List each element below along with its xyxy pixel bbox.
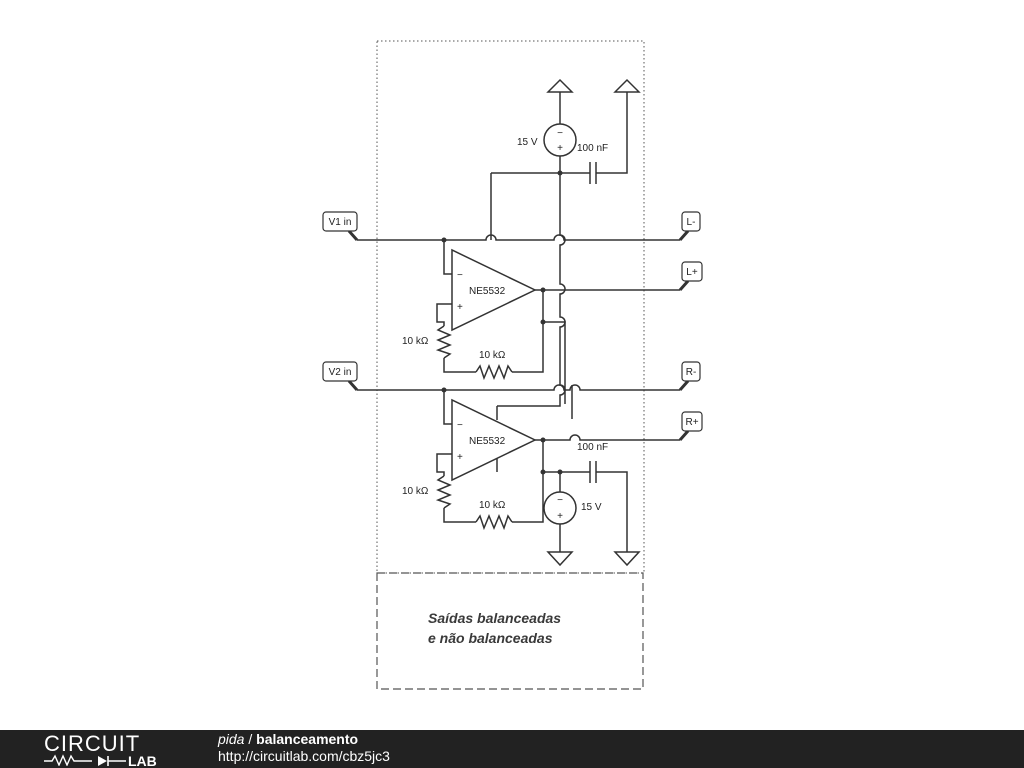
footer-url[interactable]: http://circuitlab.com/cbz5jc3 [218,748,390,764]
resistor-r3 [435,475,452,509]
logo-diode-icon [98,756,107,766]
port-l-plus: L+ [678,261,703,291]
vsource-bottom-label: 15 V [581,502,602,513]
opamp-top-plus: + [457,302,463,313]
opamp-bottom-plus: + [457,452,463,463]
port-r-minus: R- [678,361,701,391]
capacitor-bottom [589,461,597,483]
resistor-r1-label: 10 kΩ [402,336,429,347]
junction-dots [441,170,563,475]
capacitor-bottom-label: 100 nF [577,442,608,453]
vsource-top-label: 15 V [517,137,538,148]
port-v1-in: V1 in [322,211,359,241]
port-l-minus-label: L- [687,217,696,228]
port-r-minus-label: R- [686,367,697,378]
footer-user[interactable]: pida [218,731,245,747]
resistor-r4-label: 10 kΩ [479,500,506,511]
footer-bar: CIRCUIT LAB pida / balanceamento http://… [0,730,1024,768]
opamp-top: − + NE5532 [451,248,537,332]
resistor-r3-label: 10 kΩ [402,486,429,497]
note-box [376,572,644,690]
vsource-bottom-minus: − [557,495,563,506]
footer-text: pida / balanceamento http://circuitlab.c… [218,731,390,765]
circuit-schematic: Saídas balanceadas e não balanceadas [322,40,703,690]
port-r-plus-label: R+ [685,417,698,428]
footer-separator: / [244,731,257,747]
opamp-bottom: − + NE5532 [451,398,537,482]
resistor-r1 [435,325,452,359]
logo-resistor-icon [44,754,92,766]
note-line-1: Saídas balanceadas [428,610,561,626]
circuitlab-logo[interactable]: CIRCUIT LAB [42,732,182,766]
logo-brand-top: CIRCUIT [44,732,140,756]
port-v2-in: V2 in [322,361,359,391]
rail-arrow-icons [546,78,641,567]
opamp-bottom-label: NE5532 [469,436,506,447]
voltage-source-top: − + [543,123,577,157]
vsource-top-minus: − [557,128,563,139]
voltage-source-bottom: − + [543,491,577,525]
port-v2-in-label: V2 in [329,367,352,378]
capacitor-top [589,162,597,184]
resistor-r2 [475,364,513,381]
logo-brand-bottom: LAB [128,753,157,766]
opamp-top-label: NE5532 [469,286,506,297]
port-r-plus: R+ [678,411,703,441]
resistor-r2-label: 10 kΩ [479,350,506,361]
wires [357,92,680,552]
footer-title-line: pida / balanceamento [218,731,390,748]
resistor-r4 [475,514,513,531]
footer-circuit-title[interactable]: balanceamento [256,731,359,747]
vsource-top-plus: + [557,143,563,154]
port-l-minus: L- [678,211,701,241]
note-line-2: e não balanceadas [428,630,553,646]
vsource-bottom-plus: + [557,511,563,522]
port-l-plus-label: L+ [686,267,698,278]
opamp-bottom-minus: − [457,420,463,431]
port-v1-in-label: V1 in [329,217,352,228]
opamp-top-minus: − [457,270,463,281]
capacitor-top-label: 100 nF [577,143,608,154]
